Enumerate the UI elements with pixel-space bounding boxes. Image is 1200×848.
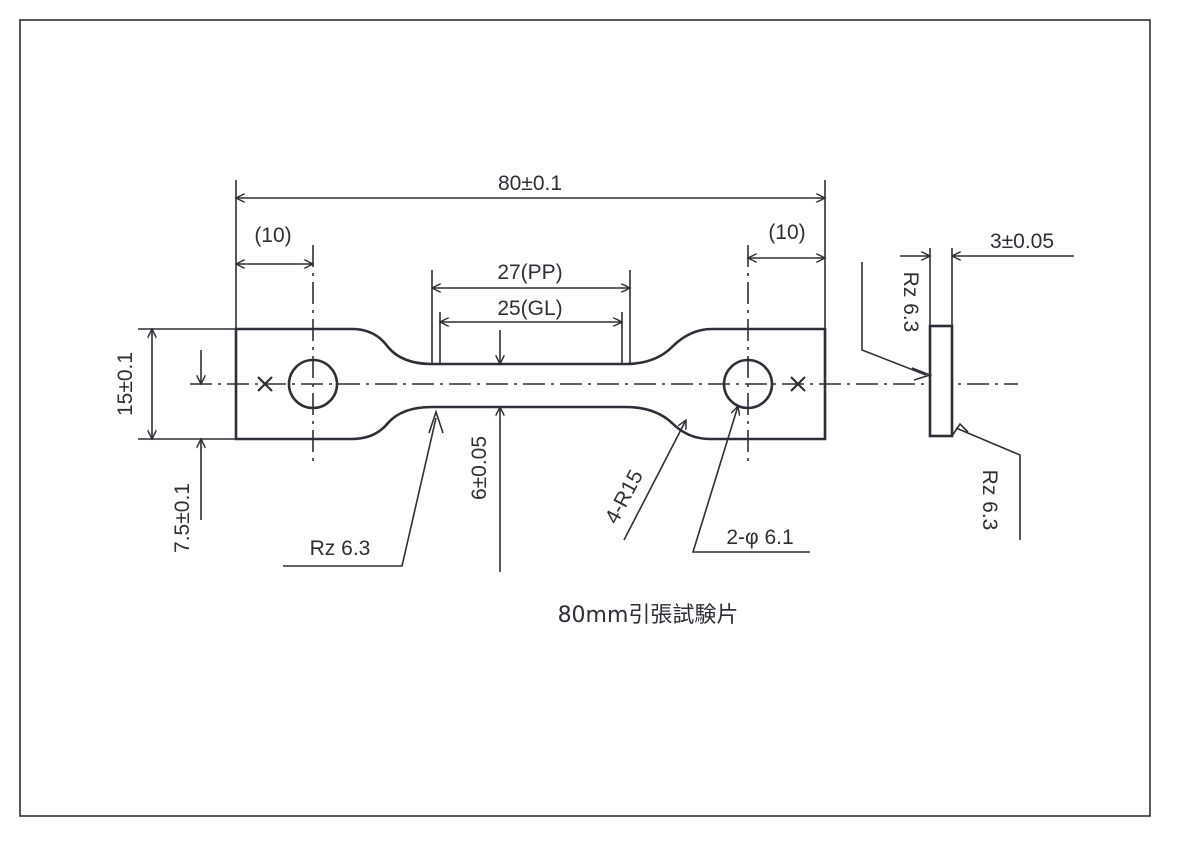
drawing-title: 80mm引張試験片 [558,603,739,628]
gauge-length-label: 25(GL) [497,297,562,320]
specimen-outline [234,327,827,441]
overall-length-label: 80±0.1 [498,172,562,195]
rz-side-bottom-label: Rz 6.3 [978,470,1001,531]
rz-side-top-label: Rz 6.3 [899,272,922,333]
parallel-part-label: 27(PP) [497,261,562,284]
side-view [928,324,954,438]
rz-front-leader [283,417,437,567]
fillet-radius-leader [623,420,686,541]
thickness-label: 3±0.05 [990,230,1054,253]
hole-diameter-leader [691,406,810,553]
rz-front-label: Rz 6.3 [310,537,371,560]
half-width-label: 7.5±0.1 [171,483,194,553]
drawing-frame [19,19,1151,817]
hole-diameter-label: 2-φ 6.1 [726,526,793,549]
rz-side-bottom-leader [955,427,1021,540]
narrow-width-label: 6±0.05 [468,436,491,500]
rz-front-triangle [428,409,444,434]
width-label: 15±0.1 [114,352,137,416]
right-offset-label: (10) [768,221,805,244]
left-offset-label: (10) [254,224,291,247]
fillet-radius-label: 4-R15 [601,466,648,527]
rz-side-top-leader [861,262,927,376]
